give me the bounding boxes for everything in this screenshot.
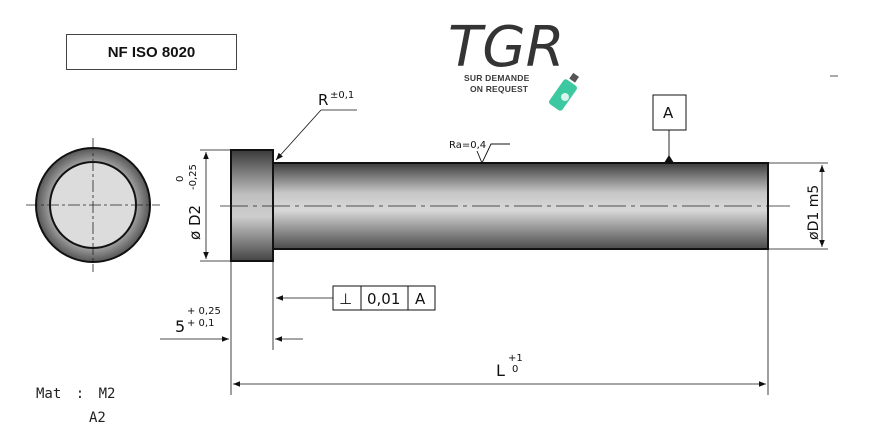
head-length-tol-upper: + 0,25 (187, 306, 221, 317)
material-value-2: A2 (89, 410, 106, 426)
material-title: Mat (36, 386, 62, 402)
roughness-label: Ra=0,4 (449, 140, 486, 151)
logo-text: TGR (448, 15, 565, 80)
head-diameter-tol-upper: 0 (175, 176, 186, 182)
logo-subtitle-2: ON REQUEST (470, 84, 529, 94)
perpendicularity-datum: A (415, 290, 426, 308)
perpendicularity-value: 0,01 (367, 290, 400, 308)
radius-tol: ±0,1 (330, 90, 354, 101)
logo-subtitle-1: SUR DEMANDE (464, 73, 530, 83)
overall-length-dimension: L +1 0 (233, 250, 769, 395)
tgr-logo: TGR (448, 15, 579, 111)
shank-diameter-dimension: øD1 m5 (768, 162, 828, 250)
head-length-value: 5 (175, 317, 185, 336)
roughness-symbol: Ra=0,4 (449, 140, 510, 165)
radius-label: R (318, 91, 328, 109)
shank-diameter-label: øD1 m5 (806, 185, 822, 240)
datum-label: A (663, 104, 674, 122)
material-value-1: M2 (98, 386, 116, 402)
length-label: L (496, 361, 505, 380)
head-length-tol-lower: + 0,1 (187, 318, 214, 329)
head-length-dimension: 5 + 0,25 + 0,1 (160, 262, 303, 395)
head-diameter-label: ø D2 (186, 205, 204, 240)
length-tol-upper: +1 (508, 353, 523, 364)
radius-callout: R ±0,1 (275, 90, 357, 161)
spray-can-icon (549, 72, 579, 111)
end-view (26, 138, 160, 272)
head-diameter-dimension: ø D2 0 -0,25 (175, 149, 231, 262)
length-tol-lower: 0 (512, 364, 518, 375)
material-label: Mat : M2 (36, 386, 115, 402)
head-diameter-tol-lower: -0,25 (188, 164, 199, 190)
datum-marker: A (652, 94, 687, 163)
material-sep: : (75, 386, 85, 402)
pin-head (230, 149, 274, 262)
perpendicularity-symbol: ⊥ (339, 290, 352, 308)
perpendicularity-frame: ⊥ 0,01 A (276, 285, 436, 311)
standard-label: NF ISO 8020 (66, 34, 237, 70)
